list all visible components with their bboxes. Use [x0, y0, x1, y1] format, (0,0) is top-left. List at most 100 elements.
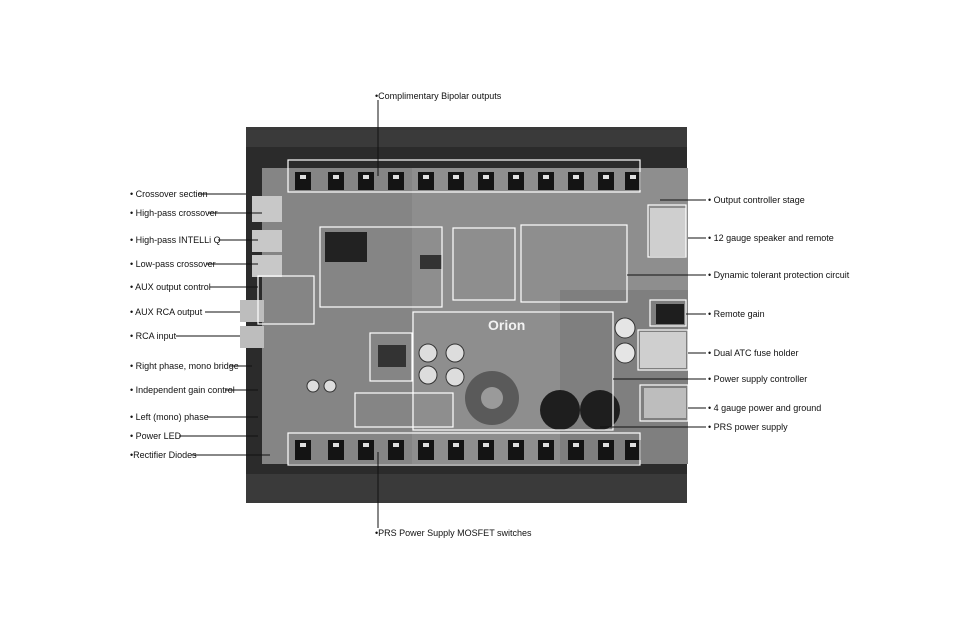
- transistor: [358, 172, 374, 190]
- label-independent-gain-control: • Independent gain control: [130, 385, 235, 395]
- transistor: [295, 440, 311, 460]
- transistor-tab: [393, 443, 399, 447]
- callout-box-crossover: [319, 226, 443, 308]
- label-aux-rca-output: • AUX RCA output: [130, 307, 203, 317]
- label-12-gauge-speaker-remote: • 12 gauge speaker and remote: [708, 233, 834, 243]
- transistor: [418, 172, 434, 190]
- label-prs-power-supply: • PRS power supply: [708, 422, 788, 432]
- callout-box-bipolar-outputs: [287, 159, 641, 193]
- transistor: [328, 172, 344, 190]
- capacitor: [614, 317, 636, 339]
- transistor: [625, 440, 641, 460]
- rca-jack: [240, 300, 264, 322]
- transistor-tab: [630, 443, 636, 447]
- label-rectifier-diodes: •Rectifier Diodes: [130, 450, 197, 460]
- label-power-supply-controller: • Power supply controller: [708, 374, 808, 384]
- callout-box-mosfet-switches: [287, 432, 641, 466]
- capacitor: [323, 379, 337, 393]
- speaker-terminal-block: [650, 208, 686, 256]
- label-complimentary-bipolar-outputs: •Complimentary Bipolar outputs: [375, 91, 502, 101]
- callout-box-power-terminals: [639, 384, 689, 422]
- transistor-tab: [513, 175, 519, 179]
- transistor: [388, 172, 404, 190]
- transistor: [538, 172, 554, 190]
- capacitor: [614, 342, 636, 364]
- transistor-tab: [603, 443, 609, 447]
- callout-box-output-controller: [452, 227, 516, 301]
- label-high-pass-intelli-q: • High-pass INTELLi Q: [130, 235, 221, 245]
- label-rca-input: • RCA input: [130, 331, 177, 341]
- label-low-pass-crossover: • Low-pass crossover: [130, 259, 216, 269]
- power-terminal-block: [644, 388, 686, 418]
- label-power-led: • Power LED: [130, 431, 182, 441]
- callout-box-gain-control: [354, 392, 454, 428]
- transistor-tab: [393, 175, 399, 179]
- transistor-tab: [543, 175, 549, 179]
- transistor: [568, 440, 584, 460]
- transistor: [448, 172, 464, 190]
- transistor-tab: [630, 175, 636, 179]
- transistor-tab: [300, 443, 306, 447]
- label-high-pass-crossover: • High-pass crossover: [130, 208, 218, 218]
- transistor-tab: [423, 443, 429, 447]
- transistor: [598, 440, 614, 460]
- transistor: [328, 440, 344, 460]
- transistor-tab: [483, 443, 489, 447]
- callout-box-power-controller: [369, 332, 413, 382]
- callout-box-remote-gain: [649, 299, 687, 327]
- label-aux-output-control: • AUX output control: [130, 282, 211, 292]
- label-right-phase-mono-bridge: • Right phase, mono bridge: [130, 361, 239, 371]
- remote-gain-jack: [656, 304, 684, 324]
- toroid-inductor-inner: [481, 387, 503, 409]
- transistor: [295, 172, 311, 190]
- heatsink-top-fin: [246, 127, 687, 147]
- label-output-controller-stage: • Output controller stage: [708, 195, 805, 205]
- transistor-tab: [573, 175, 579, 179]
- label-dual-atc-fuse-holder: • Dual ATC fuse holder: [708, 348, 799, 358]
- large-capacitor: [540, 390, 580, 430]
- output-transistor-row: [295, 172, 641, 190]
- transistor-tab: [300, 175, 306, 179]
- callout-box-speaker-terminals: [647, 204, 687, 258]
- capacitor: [418, 343, 438, 363]
- callout-box-power-supply: [412, 311, 614, 431]
- callout-box-protection-circuit: [520, 224, 628, 303]
- transistor-tab: [453, 443, 459, 447]
- transistor: [448, 440, 464, 460]
- transistor: [538, 440, 554, 460]
- large-capacitor: [580, 390, 620, 430]
- transistor: [568, 172, 584, 190]
- pcb-shade-left: [262, 168, 412, 464]
- transistor-tab: [453, 175, 459, 179]
- transistor-tab: [483, 175, 489, 179]
- transistor-tab: [573, 443, 579, 447]
- mosfet-transistor-row: [295, 440, 641, 460]
- ic-chip: [378, 345, 406, 367]
- transistor-tab: [363, 443, 369, 447]
- transistor-tab: [543, 443, 549, 447]
- transistor: [358, 440, 374, 460]
- rca-jack: [252, 196, 282, 222]
- transistor-tab: [603, 175, 609, 179]
- transistor-tab: [513, 443, 519, 447]
- transistor-tab: [333, 175, 339, 179]
- transistor-tab: [363, 175, 369, 179]
- rca-jack: [240, 326, 264, 348]
- label-4-gauge-power-ground: • 4 gauge power and ground: [708, 403, 822, 413]
- capacitor: [445, 367, 465, 387]
- callout-box-aux-output: [257, 275, 315, 325]
- crossover-chip: [325, 232, 367, 262]
- label-remote-gain: • Remote gain: [708, 309, 765, 319]
- callout-box-fuse-holder: [637, 329, 689, 371]
- label-prs-mosfet-switches: •PRS Power Supply MOSFET switches: [375, 528, 532, 538]
- transistor: [478, 172, 494, 190]
- fuse-holder: [640, 332, 686, 368]
- transistor: [478, 440, 494, 460]
- label-left-mono-phase: • Left (mono) phase: [130, 412, 209, 422]
- transistor-tab: [423, 175, 429, 179]
- transistor: [625, 172, 641, 190]
- label-crossover-section: • Crossover section: [130, 189, 208, 199]
- heatsink-bottom-fin: [246, 474, 687, 503]
